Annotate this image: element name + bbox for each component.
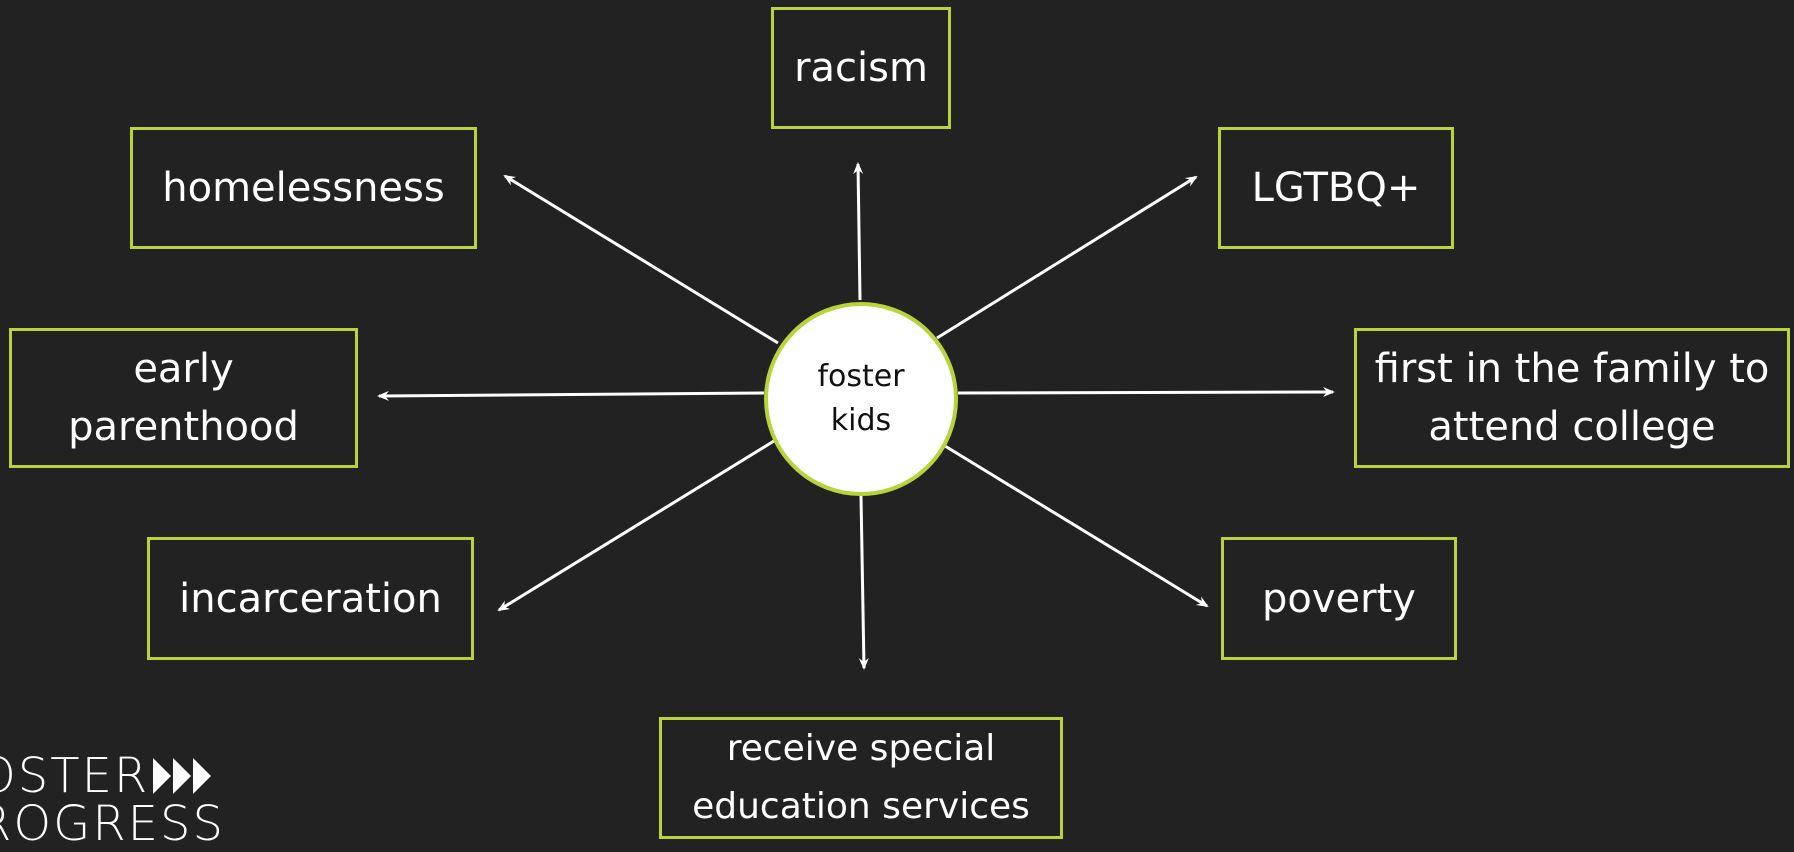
node-lgtbq: LGTBQ+ bbox=[1218, 127, 1454, 249]
node-first-college-line1: first in the family to bbox=[1374, 346, 1770, 392]
arrow-to-poverty bbox=[944, 444, 1209, 608]
node-incarceration: incarceration bbox=[147, 537, 474, 660]
node-early-parenthood: early parenthood bbox=[9, 328, 358, 468]
arrow-to-special-education bbox=[858, 495, 869, 670]
arrow-to-incarceration bbox=[497, 439, 775, 612]
node-first-college-line2: attend college bbox=[1428, 404, 1716, 450]
node-lgtbq-label: LGTBQ+ bbox=[1251, 165, 1421, 211]
chevrons-icon bbox=[151, 758, 212, 794]
node-special-education-line1: receive special bbox=[726, 728, 996, 769]
node-special-education-line2: education services bbox=[692, 786, 1030, 827]
arrow-to-first-college bbox=[957, 387, 1335, 398]
arrow-to-homelessness bbox=[503, 174, 779, 345]
node-early-parenthood-line2: parenthood bbox=[68, 404, 299, 450]
node-first-college: first in the family to attend college bbox=[1354, 328, 1790, 468]
hub-line1: foster bbox=[817, 359, 905, 394]
node-homelessness: homelessness bbox=[130, 127, 477, 249]
node-early-parenthood-line1: early bbox=[133, 346, 234, 392]
node-racism: racism bbox=[771, 7, 951, 129]
hub-line2: kids bbox=[830, 403, 892, 438]
node-poverty-label: poverty bbox=[1262, 575, 1416, 622]
logo-line1: OSTER bbox=[0, 748, 150, 804]
arrow-to-lgtbq bbox=[936, 175, 1198, 340]
node-incarceration-label: incarceration bbox=[179, 575, 442, 622]
foster-progress-logo: OSTER ROGRESS bbox=[0, 752, 225, 848]
node-special-education: receive special education services bbox=[659, 717, 1063, 839]
hub-foster-kids: foster kids bbox=[764, 302, 958, 496]
arrow-to-racism bbox=[853, 162, 864, 301]
node-poverty: poverty bbox=[1221, 537, 1457, 660]
logo-line2: ROGRESS bbox=[0, 796, 225, 852]
arrow-to-early-parenthood bbox=[377, 390, 765, 401]
node-homelessness-label: homelessness bbox=[162, 165, 445, 211]
node-racism-label: racism bbox=[794, 45, 928, 91]
